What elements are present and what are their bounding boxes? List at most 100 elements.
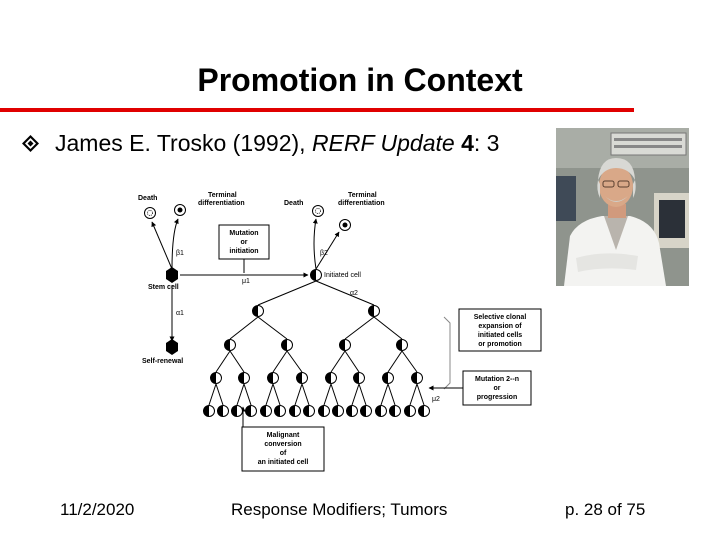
progression-box xyxy=(462,370,532,406)
initiated-clone-cell-fill xyxy=(325,372,331,384)
lineage-branch xyxy=(257,280,317,306)
label-death-left: Death xyxy=(138,195,157,202)
lineage-branch xyxy=(330,383,339,406)
lineage-branch xyxy=(387,383,396,406)
lineage-branch xyxy=(229,316,259,340)
initiated-clone-cell-fill xyxy=(267,372,273,384)
lineage-branch xyxy=(344,350,360,373)
label-alpha1: α1 xyxy=(176,310,184,317)
label-initiated-cell: Initiated cell xyxy=(324,272,361,279)
label-terminal-left-1: Terminal xyxy=(208,192,237,199)
diamond-bullet-icon xyxy=(22,135,39,152)
lineage-branch xyxy=(257,316,288,340)
initiated-clone-cell-fill xyxy=(346,405,352,417)
label-self-renewal: Self-renewal xyxy=(142,358,183,365)
lineage-branch xyxy=(387,350,403,373)
initiated-clone-cell-fill xyxy=(203,405,209,417)
initiated-clone-cell-fill xyxy=(224,339,230,351)
initiated-clone-cell-fill xyxy=(274,405,280,417)
label-alpha2: α2 xyxy=(350,290,358,297)
initiated-clone-cell-fill xyxy=(217,405,223,417)
diagram-canvas: Death Terminal differentiation β1 Stem c… xyxy=(138,192,542,472)
initiated-clone-cell-fill xyxy=(245,405,251,417)
initiated-clone-cell-fill xyxy=(418,405,424,417)
initiated-clone-cell-fill xyxy=(404,405,410,417)
lineage-branch xyxy=(229,350,245,373)
dead-cell-right xyxy=(312,205,324,217)
citation-author: James E. Trosko (1992), xyxy=(55,130,312,156)
svg-text:or: or xyxy=(241,239,248,246)
lineage-branch xyxy=(351,383,360,406)
lineage-branch xyxy=(208,383,217,406)
label-terminal-left-2: differentiation xyxy=(198,200,245,207)
lineage-branch xyxy=(215,350,231,373)
lineage-branch xyxy=(323,383,332,406)
initiated-clone-cell-fill xyxy=(296,372,302,384)
footer-title: Response Modifiers; Tumors xyxy=(231,500,448,519)
initiated-clone-cell-fill xyxy=(260,405,266,417)
svg-text:or promotion: or promotion xyxy=(478,341,522,348)
initiated-clone-cell-fill xyxy=(281,339,287,351)
initiated-clone-cell-fill xyxy=(375,405,381,417)
svg-text:Malignant: Malignant xyxy=(267,432,300,439)
lineage-branch xyxy=(416,383,425,406)
stem-cell xyxy=(166,267,178,283)
lineage-branch xyxy=(215,383,224,406)
citation-volume: 4 xyxy=(461,130,474,156)
footer-page-number: p. 28 of 75 xyxy=(565,500,646,519)
initiated-clone-cell-fill xyxy=(289,405,295,417)
scientist-photo xyxy=(556,128,689,286)
cell-lineage-diagram: Death Terminal differentiation β1 Stem c… xyxy=(132,183,556,475)
lineage-branch xyxy=(272,350,288,373)
svg-text:or: or xyxy=(494,385,501,392)
label-mu2: μ2 xyxy=(432,396,440,403)
initiated-clone-cell-fill xyxy=(238,372,244,384)
citation-pages: : 3 xyxy=(473,130,500,156)
svg-text:of: of xyxy=(280,450,287,457)
svg-text:Mutation 2--n: Mutation 2--n xyxy=(475,376,519,383)
svg-text:progression: progression xyxy=(477,394,517,401)
lineage-branch xyxy=(315,280,375,306)
footer-date: 11/2/2020 xyxy=(60,500,135,519)
initiated-clone-cell-fill xyxy=(332,405,338,417)
initiated-clone-cell-fill xyxy=(303,405,309,417)
title-underline xyxy=(0,108,634,112)
self-renewal-cell xyxy=(166,339,178,355)
initiated-clone-cell-fill xyxy=(210,372,216,384)
label-beta2: β2 xyxy=(320,250,328,257)
initiated-clone-cell-fill xyxy=(252,305,258,317)
lineage-branch xyxy=(272,383,281,406)
lineage-branch xyxy=(409,383,418,406)
label-stem-cell: Stem cell xyxy=(148,284,179,291)
lineage-branch xyxy=(286,350,303,373)
lineage-branch xyxy=(294,383,303,406)
mutation-initiation-box xyxy=(218,224,270,260)
lineage-branch xyxy=(344,316,375,340)
initiated-clone-cell-fill xyxy=(318,405,324,417)
lineage-branch xyxy=(373,316,403,340)
lineage-branch xyxy=(243,383,252,406)
label-mu1: μ1 xyxy=(242,278,250,285)
svg-text:conversion: conversion xyxy=(264,441,301,448)
svg-text:Mutation: Mutation xyxy=(229,230,258,237)
clonal-expansion-tree xyxy=(203,280,430,417)
lineage-branch xyxy=(236,383,245,406)
svg-text:expansion of: expansion of xyxy=(478,323,522,330)
lineage-branch xyxy=(265,383,274,406)
initiated-clone-cell-fill xyxy=(382,372,388,384)
initiated-clone-cell-fill xyxy=(368,305,374,317)
slide-title: Promotion in Context xyxy=(197,62,523,98)
initiated-clone-cell-fill xyxy=(411,372,417,384)
lineage-branch xyxy=(380,383,389,406)
svg-text:Selective clonal: Selective clonal xyxy=(474,314,527,321)
label-death-right: Death xyxy=(284,200,303,207)
selective-expansion-box xyxy=(458,308,542,352)
lineage-branch xyxy=(358,383,367,406)
label-terminal-right-1: Terminal xyxy=(348,192,377,199)
label-beta1: β1 xyxy=(176,250,184,257)
initiated-clone-cell-fill xyxy=(360,405,366,417)
malignant-conversion-box xyxy=(241,426,325,472)
label-terminal-right-2: differentiation xyxy=(338,200,385,207)
initiated-clone-cell-fill xyxy=(389,405,395,417)
dead-cell-left xyxy=(144,207,156,219)
